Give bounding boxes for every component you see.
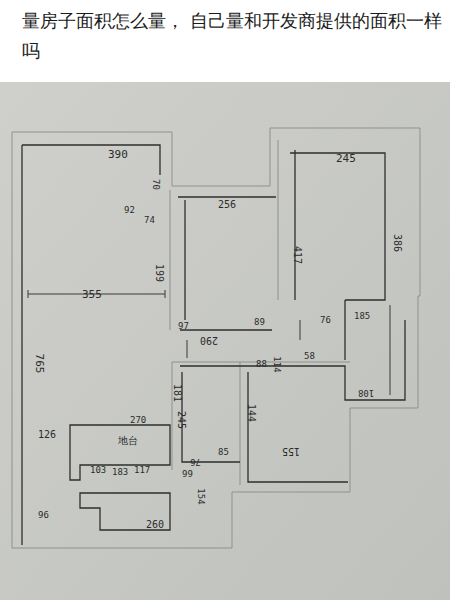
dimension-label: 417 <box>292 246 302 264</box>
dimension-label: 245 <box>336 153 356 164</box>
dimension-label: 126 <box>38 430 56 440</box>
dimension-label: 256 <box>218 200 236 210</box>
dimension-label: 199 <box>154 264 164 282</box>
dimension-label: 155 <box>282 446 300 456</box>
dimension-label: 290 <box>200 335 218 345</box>
dimension-label: 245 <box>176 411 186 429</box>
dimension-label: 390 <box>108 149 128 160</box>
dimension-label: 70 <box>151 179 160 190</box>
dimension-label: 183 <box>112 468 128 477</box>
dimension-label: 99 <box>182 470 193 479</box>
dimension-label: 270 <box>130 416 146 425</box>
dimension-label: 386 <box>392 234 402 252</box>
dimension-label: 58 <box>304 352 315 361</box>
dimension-label: 76 <box>320 316 331 325</box>
page-title: 量房子面积怎么量， 自己量和开发商提供的面积一样吗 <box>22 6 442 66</box>
dimension-label: 92 <box>124 206 135 215</box>
dimension-label: 76 <box>190 457 201 466</box>
dimension-label: 185 <box>354 312 370 321</box>
dimension-label: 96 <box>38 511 49 520</box>
dimension-label: 97 <box>178 322 189 331</box>
dimension-label: 74 <box>144 216 155 225</box>
dimension-label: 144 <box>246 404 256 422</box>
dimension-label: 154 <box>196 488 205 504</box>
dimension-label: 地台 <box>118 436 138 446</box>
dimension-label: 85 <box>218 448 229 457</box>
dimension-label: 103 <box>90 466 106 475</box>
dimension-label: 88 <box>256 360 267 369</box>
dimension-label: 89 <box>254 318 265 327</box>
dimension-label: 117 <box>134 466 150 475</box>
dimension-label: 181 <box>172 384 182 402</box>
dimension-label: 108 <box>358 388 374 397</box>
dimension-label: 765 <box>34 354 45 374</box>
floor-plan-photo <box>0 82 450 600</box>
dimension-label: 114 <box>272 356 281 372</box>
dimension-label: 260 <box>146 520 164 530</box>
dimension-label: 355 <box>82 289 102 300</box>
